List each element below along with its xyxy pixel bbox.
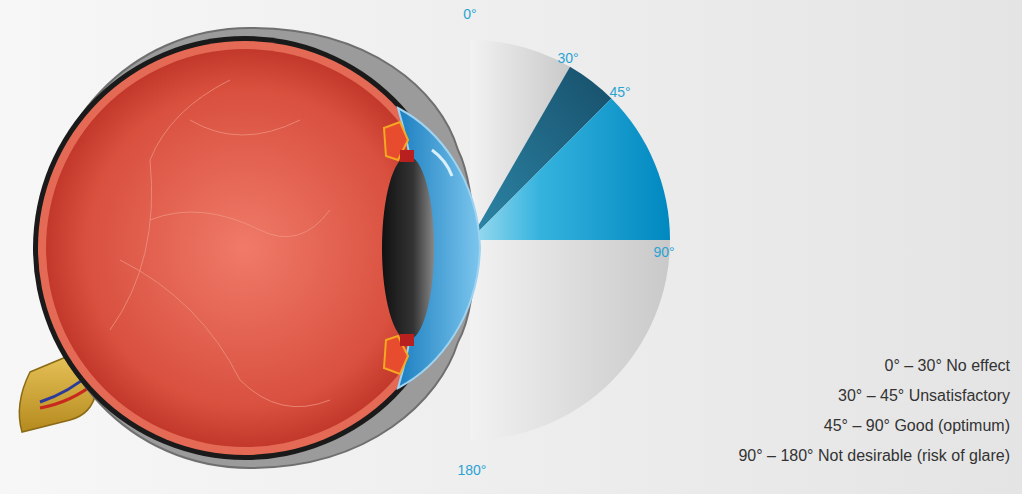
lens bbox=[382, 156, 434, 340]
angle-label: 45° bbox=[609, 84, 630, 101]
cornea-highlight bbox=[432, 150, 452, 176]
retina bbox=[38, 41, 452, 455]
vessels bbox=[110, 80, 330, 407]
angle-fan bbox=[470, 40, 670, 440]
iris bbox=[400, 150, 414, 162]
angle-label: 0° bbox=[463, 6, 476, 23]
iris bbox=[400, 334, 414, 346]
range-note: 90° – 180° Not desirable (risk of glare) bbox=[738, 446, 1010, 465]
angle-label: 90° bbox=[653, 244, 674, 261]
eyeball bbox=[33, 28, 480, 468]
angle-label: 180° bbox=[458, 462, 487, 479]
range-note: 45° – 90° Good (optimum) bbox=[824, 416, 1010, 435]
choroid bbox=[33, 36, 457, 460]
range-note: 0° – 30° No effect bbox=[885, 356, 1010, 375]
sector-good bbox=[470, 99, 670, 240]
angle-label: 30° bbox=[557, 50, 578, 67]
vitreous-body bbox=[46, 49, 444, 447]
range-note: 30° – 45° Unsatisfactory bbox=[838, 386, 1010, 405]
sector-glare bbox=[470, 240, 670, 440]
